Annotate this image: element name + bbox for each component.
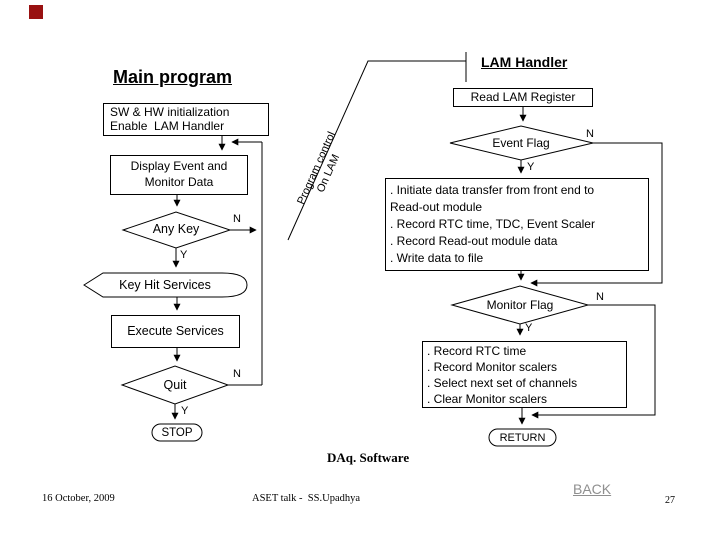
footer-page-number: 27	[665, 495, 675, 506]
event-action-3: . Record RTC time, TDC, Event Scaler	[390, 217, 595, 231]
event-flag-branch-y: Y	[527, 161, 535, 173]
stop-label: STOP	[161, 427, 193, 439]
flow-node-read-register: Read LAM Register	[453, 88, 593, 107]
footer-talk-credit: ASET talk - SS.Upadhya	[252, 493, 361, 504]
main-program-title: Main program	[113, 67, 233, 87]
flow-node-monitor-actions: . Record RTC time . Record Monitor scale…	[422, 341, 627, 408]
quit-branch-n: N	[233, 368, 241, 380]
key-hit-label: Key Hit Services	[119, 278, 211, 292]
display-line2: Monitor Data	[144, 175, 214, 189]
flow-node-init: SW & HW initialization Enable LAM Handle…	[103, 103, 269, 136]
event-action-5: . Write data to file	[390, 251, 484, 265]
quit-label: Quit	[163, 378, 187, 392]
event-flag-label: Event Flag	[492, 136, 550, 150]
event-action-1: . Initiate data transfer from front end …	[390, 183, 595, 197]
any-key-label: Any Key	[152, 222, 200, 236]
monitor-action-1: . Record RTC time	[427, 344, 527, 358]
event-action-4: . Record Read-out module data	[390, 234, 558, 248]
monitor-action-2: . Record Monitor scalers	[427, 360, 558, 374]
program-control-label: Program control On LAM	[289, 115, 357, 226]
any-key-branch-y: Y	[180, 249, 188, 261]
flow-node-execute: Execute Services	[111, 315, 240, 348]
init-line1: SW & HW initialization	[110, 105, 230, 119]
any-key-branch-n: N	[233, 213, 241, 225]
flow-node-event-actions: . Initiate data transfer from front end …	[385, 178, 649, 271]
display-line1: Display Event and	[130, 159, 228, 173]
back-link[interactable]: BACK	[573, 481, 612, 497]
diagram-caption: DAq. Software	[327, 450, 410, 465]
lam-handler-title: LAM Handler	[481, 54, 568, 70]
monitor-action-3: . Select next set of channels	[427, 376, 578, 390]
footer-date: 16 October, 2009	[42, 493, 115, 504]
event-action-2: Read-out module	[390, 200, 483, 214]
monitor-flag-branch-y: Y	[525, 322, 533, 334]
init-line2: Enable LAM Handler	[110, 119, 225, 133]
slide-corner-marker	[29, 5, 43, 19]
quit-branch-y: Y	[181, 405, 189, 417]
flow-node-display: Display Event and Monitor Data	[110, 155, 248, 195]
monitor-action-4: . Clear Monitor scalers	[427, 392, 548, 406]
event-flag-branch-n: N	[586, 128, 594, 140]
monitor-flag-label: Monitor Flag	[486, 298, 554, 312]
monitor-flag-branch-n: N	[596, 291, 604, 303]
return-label: RETURN	[499, 432, 546, 444]
